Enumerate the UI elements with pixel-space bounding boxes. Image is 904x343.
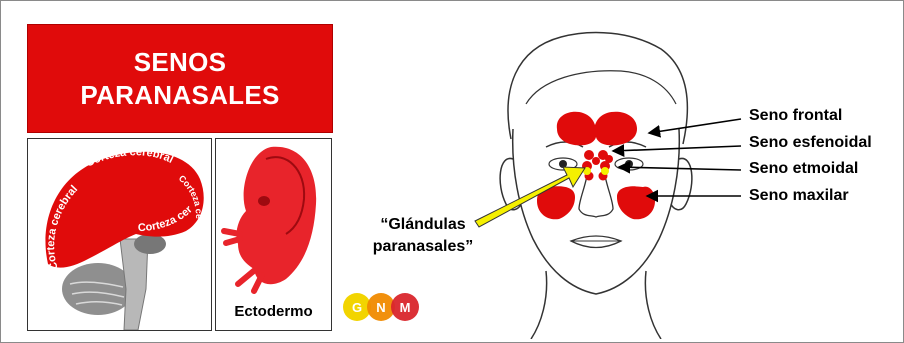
arrow-esfenoidal [613, 146, 741, 151]
glands-label-line-1: “Glándulas [353, 214, 493, 236]
label-seno-esfenoidal: Seno esfenoidal [749, 134, 872, 152]
label-seno-maxilar: Seno maxilar [749, 187, 849, 205]
glands-label: “Glándulas paranasales” [353, 214, 493, 258]
logo-letter-g: G [352, 300, 362, 315]
gnm-logo: G N M [341, 291, 421, 323]
logo-letter-m: M [400, 300, 411, 315]
logo-letter-n: N [376, 300, 385, 315]
label-seno-frontal: Seno frontal [749, 107, 842, 125]
arrow-etmoidal [619, 167, 741, 170]
glands-label-line-2: paranasales” [353, 236, 493, 258]
label-seno-etmoidal: Seno etmoidal [749, 160, 858, 178]
arrow-frontal [649, 119, 741, 133]
